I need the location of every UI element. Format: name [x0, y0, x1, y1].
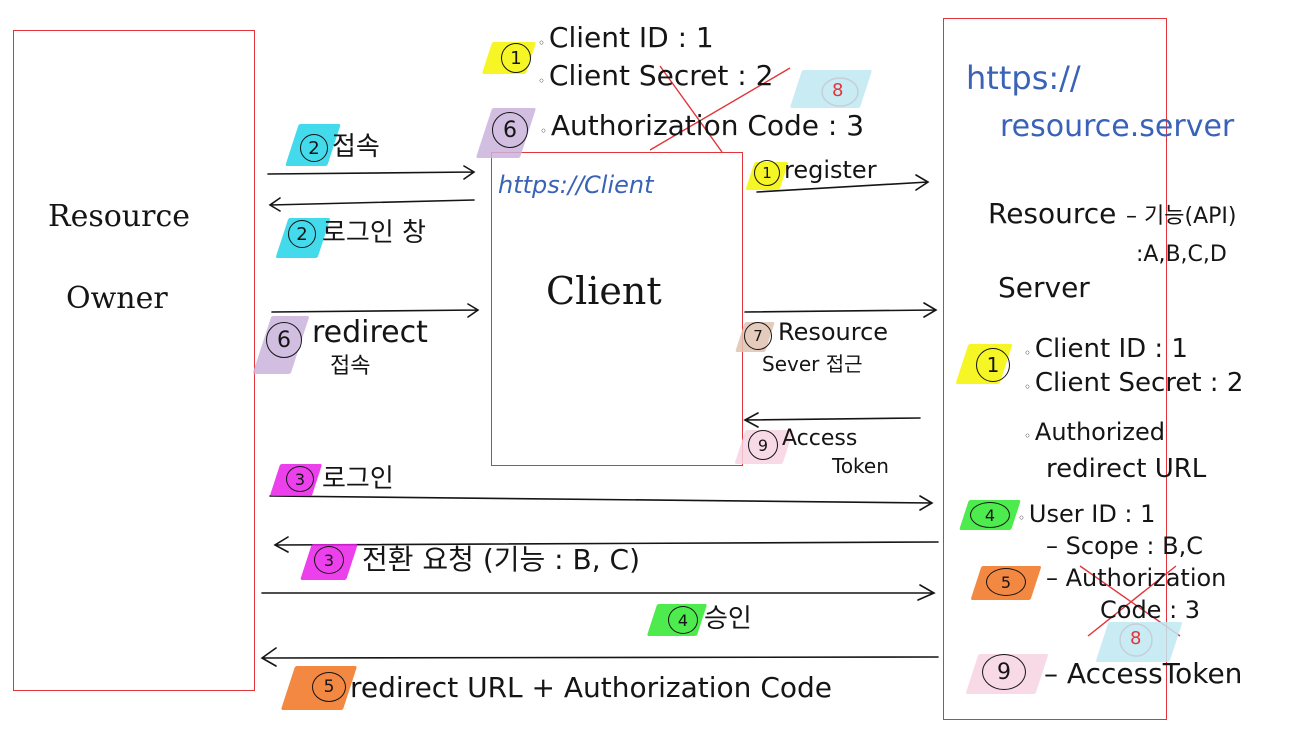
client-box — [491, 152, 743, 466]
server-title-line1: Resource — [988, 197, 1117, 230]
server-client-secret: ◦ Client Secret : 2 — [1024, 368, 1244, 398]
server-auth-redirect-line2: redirect URL — [1046, 454, 1207, 484]
arrow-9-token-line2: Token — [832, 454, 889, 478]
step-3-login-badge: 3 — [286, 466, 314, 492]
server-access-token-dash: – — [1044, 657, 1067, 690]
step-5-redirect-badge: 5 — [312, 672, 346, 702]
server-api-dash: – — [1126, 204, 1144, 229]
step-8-server-text: 8 — [1130, 628, 1142, 649]
arrow-5-redirect-label: redirect URL + Authorization Code — [350, 671, 833, 704]
server-api-line1-text: 기능(API) — [1144, 204, 1237, 229]
strike-client-secret — [649, 65, 791, 153]
arrow-1-register — [756, 174, 930, 193]
arrow-7-resource — [744, 302, 938, 318]
step-1-server-badge: 1 — [976, 348, 1010, 382]
step-6-redirect-badge: 6 — [266, 322, 302, 358]
server-auth-redirect-line1-text: Authorized — [1034, 418, 1165, 446]
arrow-6-redirect-label: redirect — [312, 315, 428, 350]
server-title-line2: Server — [998, 271, 1090, 304]
server-auth-code-dash: – — [1046, 564, 1066, 592]
top-client-secret: ◦ Client Secret : 2 — [538, 59, 774, 92]
top-auth-code: ◦ Authorization Code : 3 — [540, 109, 865, 142]
top-client-id: ◦ Client ID : 1 — [538, 21, 714, 54]
step-4-server-badge: 4 — [970, 502, 1010, 528]
server-client-secret-text: Client Secret : 2 — [1034, 368, 1244, 398]
step-9-token-badge: 9 — [748, 430, 778, 460]
arrow-2-login-window — [268, 197, 475, 212]
arrow-3-consent-label: 전환 요청 (기능 : B, C) — [362, 543, 641, 576]
server-user-id: ◦ User ID : 1 — [1018, 500, 1156, 528]
step-5-server-badge: 5 — [986, 568, 1026, 596]
step-1-register-badge: 1 — [754, 160, 780, 186]
step-3-consent-badge: 3 — [314, 546, 344, 574]
arrow-4-approve-label: 승인 — [704, 604, 752, 634]
server-api-line2: :A,B,C,D — [1136, 242, 1227, 267]
hl-8-top — [789, 70, 873, 108]
server-scope: – Scope : B,C — [1046, 534, 1203, 558]
arrow-9-token-line1: Access — [782, 426, 858, 451]
step-2-connect-badge: 2 — [300, 134, 328, 162]
arrow-9-token — [743, 412, 921, 428]
arrow-3-consent — [273, 536, 939, 553]
step-7-resource-badge: 7 — [744, 322, 772, 350]
step-4-approve-badge: 4 — [668, 606, 698, 634]
arrow-2-connect-label: 접속 — [332, 132, 380, 162]
step-8-top-text: 8 — [832, 80, 844, 101]
arrow-4-approve — [261, 584, 936, 601]
client-url: https://Client — [498, 171, 654, 199]
top-client-id-text: Client ID : 1 — [548, 21, 714, 54]
top-client-secret-text: Client Secret : 2 — [548, 59, 774, 92]
resource-owner-box — [13, 30, 255, 691]
server-url-line2: resource.server — [1000, 109, 1235, 144]
server-auth-code-line1-text: Authorization — [1065, 564, 1227, 592]
server-scope-text: Scope : B,C — [1065, 532, 1203, 560]
arrow-2-connect — [267, 165, 476, 180]
server-client-id-text: Client ID : 1 — [1034, 334, 1188, 364]
arrow-3-login-label: 로그인 — [322, 464, 394, 494]
owner-label-line2: Owner — [66, 281, 168, 316]
client-label: Client — [546, 269, 662, 313]
step-1-badge-top: 1 — [501, 43, 531, 73]
server-scope-dash: – — [1046, 532, 1066, 560]
arrow-7-resource-line1: Resource — [778, 318, 889, 346]
resource-server-box — [943, 18, 1167, 720]
arrow-6-connect-label: 접속 — [330, 354, 371, 379]
step-2-login-badge: 2 — [288, 220, 316, 248]
server-api-line1: – 기능(API) — [1126, 206, 1236, 228]
server-auth-code-line1: – Authorization — [1046, 566, 1226, 590]
step-9-server-badge: 9 — [982, 654, 1026, 690]
server-user-id-text: User ID : 1 — [1028, 500, 1156, 528]
arrow-2-login-label: 로그인 창 — [322, 218, 426, 248]
arrow-3-login — [269, 495, 934, 511]
arrow-5-redirect — [260, 647, 939, 667]
server-access-token-text: AccessToken — [1066, 657, 1243, 690]
server-auth-code-line2: Code : 3 — [1100, 596, 1201, 624]
server-access-token: – AccessToken — [1044, 660, 1242, 688]
top-auth-code-text: Authorization Code : 3 — [550, 109, 865, 142]
arrow-1-register-label: register — [784, 156, 877, 184]
server-auth-redirect-line1: ◦ Authorized — [1024, 418, 1165, 446]
server-client-id: ◦ Client ID : 1 — [1024, 334, 1188, 364]
server-url-line1: https:// — [966, 59, 1081, 97]
arrow-7-resource-line2: Sever 접근 — [762, 352, 863, 376]
arrow-6-redirect — [271, 303, 480, 318]
owner-label-line1: Resource — [48, 199, 191, 234]
step-6-badge-top: 6 — [492, 112, 528, 148]
